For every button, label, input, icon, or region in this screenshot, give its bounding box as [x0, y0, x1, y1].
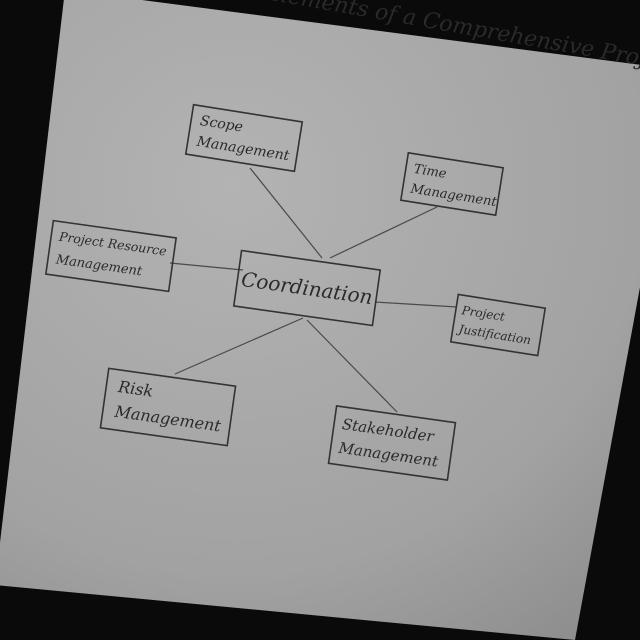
node-time-line1: Time: [413, 162, 448, 182]
node-justification-box: [449, 293, 547, 357]
connector-time: [329, 206, 438, 259]
connector-justification: [374, 301, 458, 308]
node-scope-line1: Scope: [199, 113, 244, 136]
node-stakeholder-box: [327, 405, 457, 481]
connector-stakeholder: [306, 319, 398, 413]
connector-resource: [169, 262, 244, 271]
node-resource-box: [44, 219, 178, 293]
connector-scope: [249, 167, 323, 259]
connectors-group: [169, 167, 458, 413]
connector-risk: [174, 317, 304, 375]
node-time-box: [399, 151, 505, 217]
node-justification-line1: Project: [460, 303, 506, 324]
node-risk-box: [99, 367, 237, 447]
node-coordination-box: [232, 249, 382, 327]
node-risk-line1: Risk: [116, 377, 154, 401]
node-scope-box: [184, 103, 304, 173]
